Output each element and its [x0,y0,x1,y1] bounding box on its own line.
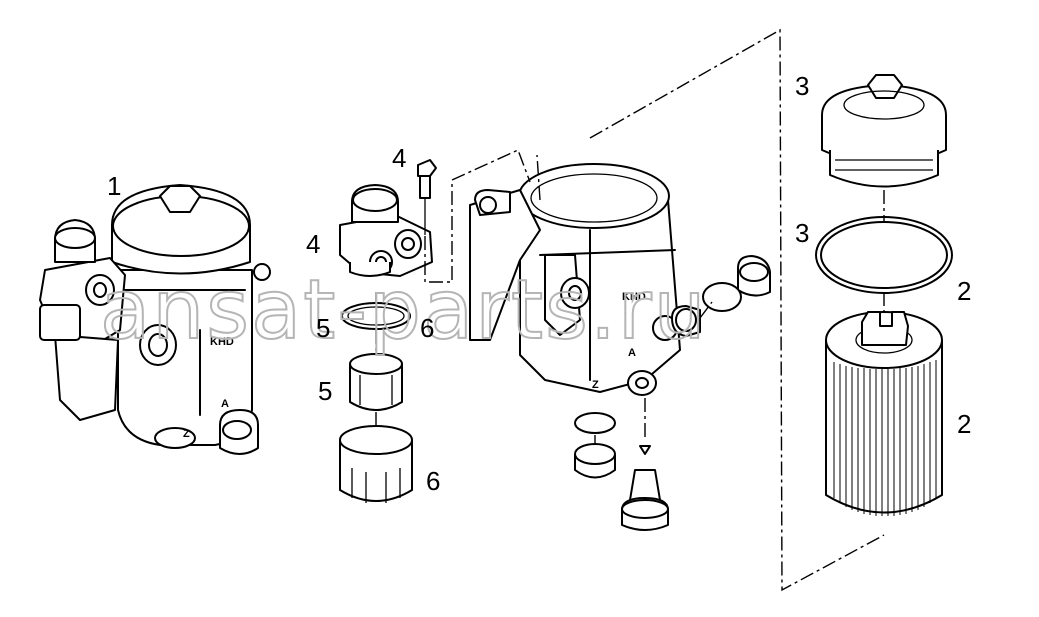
sensor-right [737,255,771,297]
callout-4-bolt: 4 [392,143,406,173]
callout-5-strainer: 5 [318,376,332,406]
callout-4-head: 4 [306,229,320,259]
callout-6-cap: 6 [426,466,440,496]
cap-item-6 [339,425,413,503]
callout-3-cap: 3 [795,71,809,101]
housing-mark-a: A [628,347,636,359]
callout-3-ring: 3 [795,218,809,248]
housing-mark-a: A [221,398,229,410]
drain-seal-ring [574,412,616,434]
bolt-item-4 [417,159,437,235]
callout-1: 1 [107,171,121,201]
strainer-item-5 [349,353,403,411]
housing-mark-z: Z [183,428,190,440]
watermark: ansat-parts.ru [100,263,708,358]
callout-6-ring: 6 [420,313,434,343]
filter-element-item-2 [825,311,943,516]
callout-2-filter: 2 [957,409,971,439]
sensor-plug [671,305,701,337]
sensor-seal-ring [702,282,742,312]
drain-plug [574,443,616,479]
module-head-item-4 [339,184,433,277]
drain-valve [621,469,669,531]
housing-brand-mark: KHD [210,336,234,348]
filter-assembly-complete: KHD [39,184,271,455]
callout-2-ring: 2 [957,276,971,306]
housing-mark-z: Z [592,379,599,391]
filter-housing-body: KHD [469,163,681,396]
filter-cap-item-3 [821,74,947,188]
housing-brand-mark: KHD [622,291,646,303]
callout-5-ring: 5 [316,313,330,343]
